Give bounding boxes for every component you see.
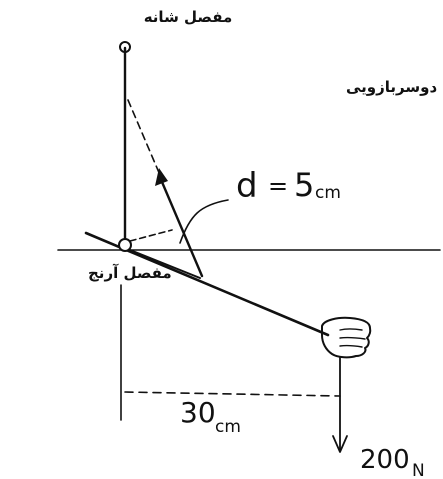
biceps-direction-label: راستای عضله دوسربازویی <box>346 78 443 96</box>
forearm-length-value: 30 <box>180 396 216 429</box>
load-arrowhead <box>332 435 348 453</box>
elbow-joint-marker <box>118 238 132 252</box>
moment-arm-equals: = <box>268 172 288 200</box>
load-value: 200 <box>360 445 410 475</box>
forearm-length-dimension <box>124 391 341 397</box>
moment-arm-line <box>129 229 173 242</box>
biceps-arrowhead <box>155 168 168 186</box>
biceps-line-of-action <box>127 99 161 176</box>
moment-arm-value: 5 <box>294 166 314 204</box>
biceps-force-arrow <box>160 180 204 278</box>
moment-arm-unit: cm <box>315 183 341 203</box>
moment-arm-pointer <box>179 199 229 244</box>
moment-arm-symbol: d <box>236 166 258 206</box>
elbow-joint-label: مفصل آرنج <box>88 264 172 282</box>
shoulder-joint-label: مفصل شانه <box>144 8 233 26</box>
forearm-lower-edge <box>124 247 201 279</box>
load-unit: N <box>412 461 425 479</box>
fist-icon <box>321 316 372 359</box>
shoulder-joint-marker <box>119 41 131 53</box>
forearm-length-unit: cm <box>215 417 241 437</box>
